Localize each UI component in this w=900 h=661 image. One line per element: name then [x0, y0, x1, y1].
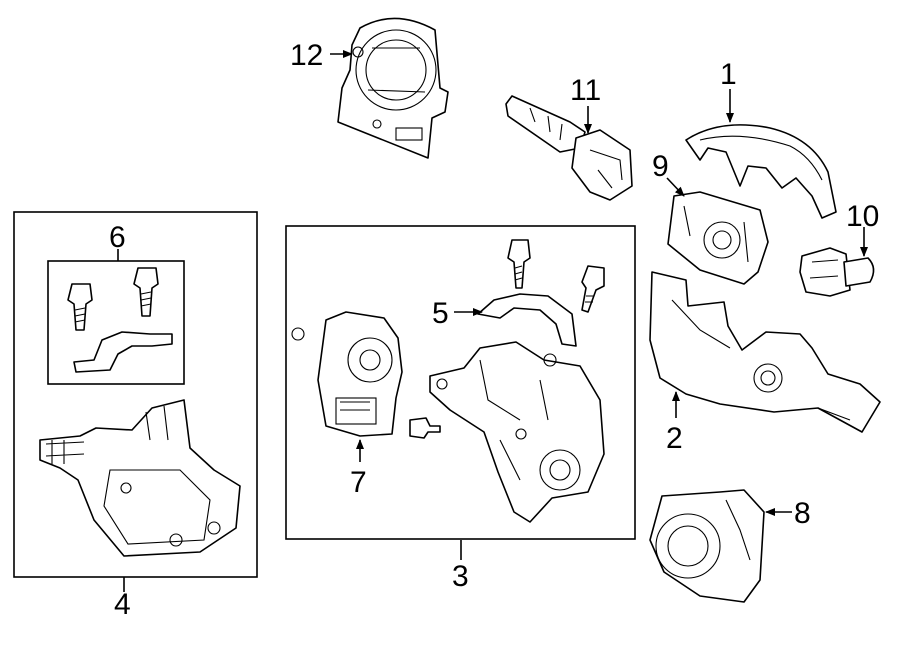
callout-7: 7 [350, 466, 367, 499]
bolt-upper-right[interactable] [581, 265, 605, 313]
part-8-bezel[interactable] [649, 489, 765, 603]
callout-10: 10 [846, 200, 879, 233]
part-9-switch-body[interactable] [667, 191, 769, 285]
part-6-clamp[interactable] [73, 331, 173, 373]
callout-11: 11 [570, 74, 601, 107]
part-6-bolt-left[interactable] [67, 283, 93, 331]
callout-8: 8 [794, 497, 811, 530]
part-7-ignition-switch[interactable] [317, 311, 403, 437]
bolt-upper-left[interactable] [507, 239, 531, 289]
part-11-combination-switch[interactable] [505, 95, 633, 201]
callout-3: 3 [452, 560, 469, 593]
part-1-upper-cover[interactable] [685, 124, 837, 219]
group-6-frame [47, 260, 185, 385]
part-12-spiral-cable[interactable] [337, 17, 449, 159]
part-4-column-assembly[interactable] [39, 399, 241, 557]
group-3-frame [285, 225, 636, 540]
group-4-frame [13, 211, 258, 578]
grommet [291, 327, 305, 341]
part-5-bracket[interactable] [477, 293, 577, 347]
callout-6: 6 [109, 221, 126, 254]
part-10-light-switch[interactable] [799, 247, 875, 297]
steering-lock-housing[interactable] [429, 341, 605, 523]
callout-9: 9 [652, 150, 669, 183]
part-6-bolt-right[interactable] [133, 267, 159, 317]
callout-1: 1 [720, 58, 737, 91]
callout-5: 5 [432, 297, 449, 330]
leader-9 [666, 177, 685, 197]
part-2-lower-cover[interactable] [649, 271, 881, 433]
callout-4: 4 [114, 588, 131, 621]
screw-small[interactable] [409, 417, 441, 439]
callout-2: 2 [666, 422, 683, 455]
callout-12: 12 [290, 39, 323, 72]
